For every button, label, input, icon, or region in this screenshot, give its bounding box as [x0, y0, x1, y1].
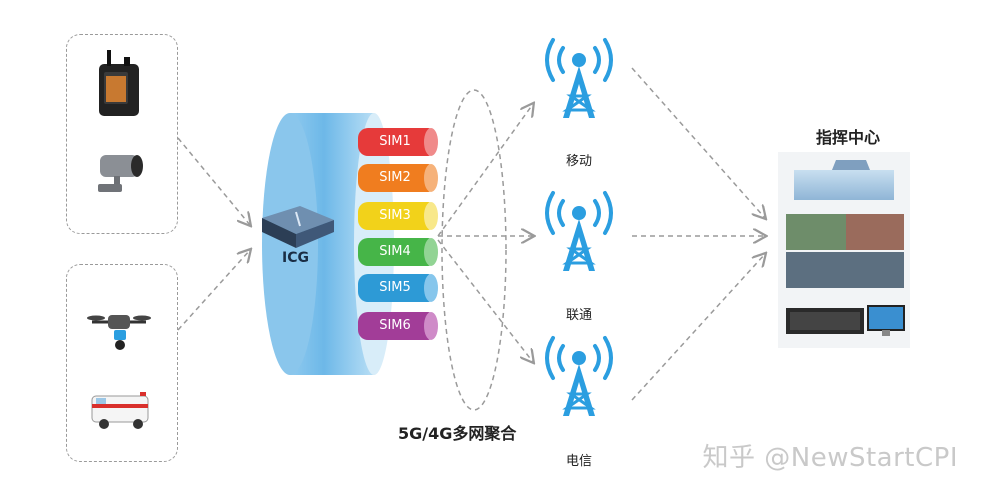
sim-bar-end-3 — [424, 202, 438, 230]
arrow-devices-bottom-to-gateway — [177, 250, 250, 331]
command-center-title: 指挥中心 — [816, 128, 881, 147]
carrier-label-telecom: 电信 — [566, 454, 593, 469]
sim-bar-end-4 — [424, 238, 438, 266]
aggregation-label: 5G/4G多网聚合 — [398, 424, 517, 443]
arrow-sim-to-telecom — [437, 239, 533, 362]
carrier-label-mobile: 移动 — [566, 154, 593, 169]
sim-bar-6: SIM6 — [358, 312, 432, 340]
sim-bar-3: SIM3 — [358, 202, 432, 230]
sim-bar-1: SIM1 — [358, 128, 432, 156]
sim-bar-2: SIM2 — [358, 164, 432, 192]
sim-bar-end-1 — [424, 128, 438, 156]
cell-tower-telecom-icon — [545, 336, 613, 416]
arrow-sim-to-mobile — [437, 104, 533, 237]
sim-bar-end-2 — [424, 164, 438, 192]
sim-bar-4: SIM4 — [358, 238, 432, 266]
aggregation-ellipse — [441, 89, 507, 411]
sim-bar-end-5 — [424, 274, 438, 302]
sim-bar-5: SIM5 — [358, 274, 432, 302]
arrow-devices-top-to-gateway — [177, 137, 250, 225]
cell-tower-unicom-icon — [545, 191, 613, 271]
gateway-label: ICG — [282, 250, 309, 266]
cell-tower-mobile-icon — [545, 38, 613, 118]
drone-icon — [87, 315, 151, 350]
terminal-device-group-bottom — [66, 264, 178, 462]
command-center-image — [778, 152, 910, 348]
cctv-camera-icon — [98, 155, 143, 192]
sim-bar-end-6 — [424, 312, 438, 340]
terminal-device-group-top — [66, 34, 178, 234]
arrow-telecom-to-center — [631, 254, 765, 401]
walkie-talkie-icon — [99, 50, 139, 116]
arrow-mobile-to-center — [631, 67, 765, 218]
watermark: 知乎 @NewStartCPI — [702, 443, 958, 473]
carrier-label-unicom: 联通 — [566, 308, 593, 323]
ambulance-icon — [91, 392, 149, 429]
icg-gateway-icon — [262, 206, 334, 248]
